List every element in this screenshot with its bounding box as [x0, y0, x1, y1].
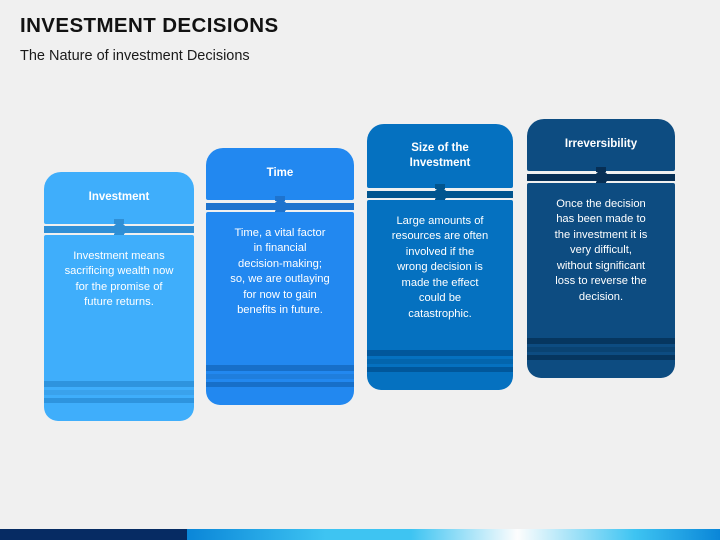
card-header-irreversibility: Irreversibility — [527, 119, 675, 171]
card-title-size-of-the-investment: Size of the Investment — [409, 141, 471, 169]
connector-dot-icon — [112, 223, 126, 236]
card-stripe — [206, 374, 354, 379]
bottom-bar-gradient-segment — [187, 529, 720, 540]
card-body-investment: Investment means sacrificing wealth now … — [44, 235, 194, 421]
card-body-time: Time, a vital factor in financial decisi… — [206, 212, 354, 405]
card-stripe — [367, 350, 513, 356]
card-title-time: Time — [266, 167, 294, 180]
connector-dot-icon — [433, 188, 447, 201]
card-stripe — [367, 359, 513, 364]
card-body-irreversibility: Once the decision has been made to the i… — [527, 183, 675, 378]
card-title-irreversibility: Irreversibility — [564, 138, 638, 151]
slide-header: INVESTMENT DECISIONS The Nature of inves… — [20, 14, 680, 65]
card-text-size-of-the-investment: Large amounts of resources are often inv… — [391, 215, 489, 320]
card-stripe — [44, 398, 194, 403]
connector-tab-top-icon — [435, 184, 445, 189]
card-stripe — [44, 390, 194, 395]
card-title-investment: Investment — [88, 191, 150, 204]
connector-tab-top-icon — [596, 167, 606, 172]
page-subtitle: The Nature of investment Decisions — [20, 47, 250, 64]
card-text-time: Time, a vital factor in financial decisi… — [230, 227, 330, 317]
bottom-bar-navy-segment — [0, 529, 187, 540]
card-text-investment: Investment means sacrificing wealth now … — [64, 250, 174, 309]
card-body-size-of-the-investment: Large amounts of resources are often inv… — [367, 200, 513, 390]
bottom-accent-bar — [0, 529, 720, 540]
card-stripe — [527, 355, 675, 360]
connector-dot-icon — [273, 200, 287, 213]
page-title: INVESTMENT DECISIONS — [20, 14, 279, 37]
card-stripe — [367, 367, 513, 372]
card-header-size-of-the-investment: Size of the Investment — [367, 124, 513, 188]
card-header-time: Time — [206, 148, 354, 200]
card-text-irreversibility: Once the decision has been made to the i… — [554, 198, 648, 303]
card-stripe — [527, 347, 675, 352]
connector-tab-top-icon — [275, 196, 285, 201]
card-header-investment: Investment — [44, 172, 194, 224]
card-stripe — [206, 382, 354, 387]
connector-dot-icon — [594, 171, 608, 184]
card-stripe — [206, 365, 354, 371]
card-stripe — [527, 338, 675, 344]
connector-tab-top-icon — [114, 219, 124, 224]
card-stripe — [44, 381, 194, 387]
